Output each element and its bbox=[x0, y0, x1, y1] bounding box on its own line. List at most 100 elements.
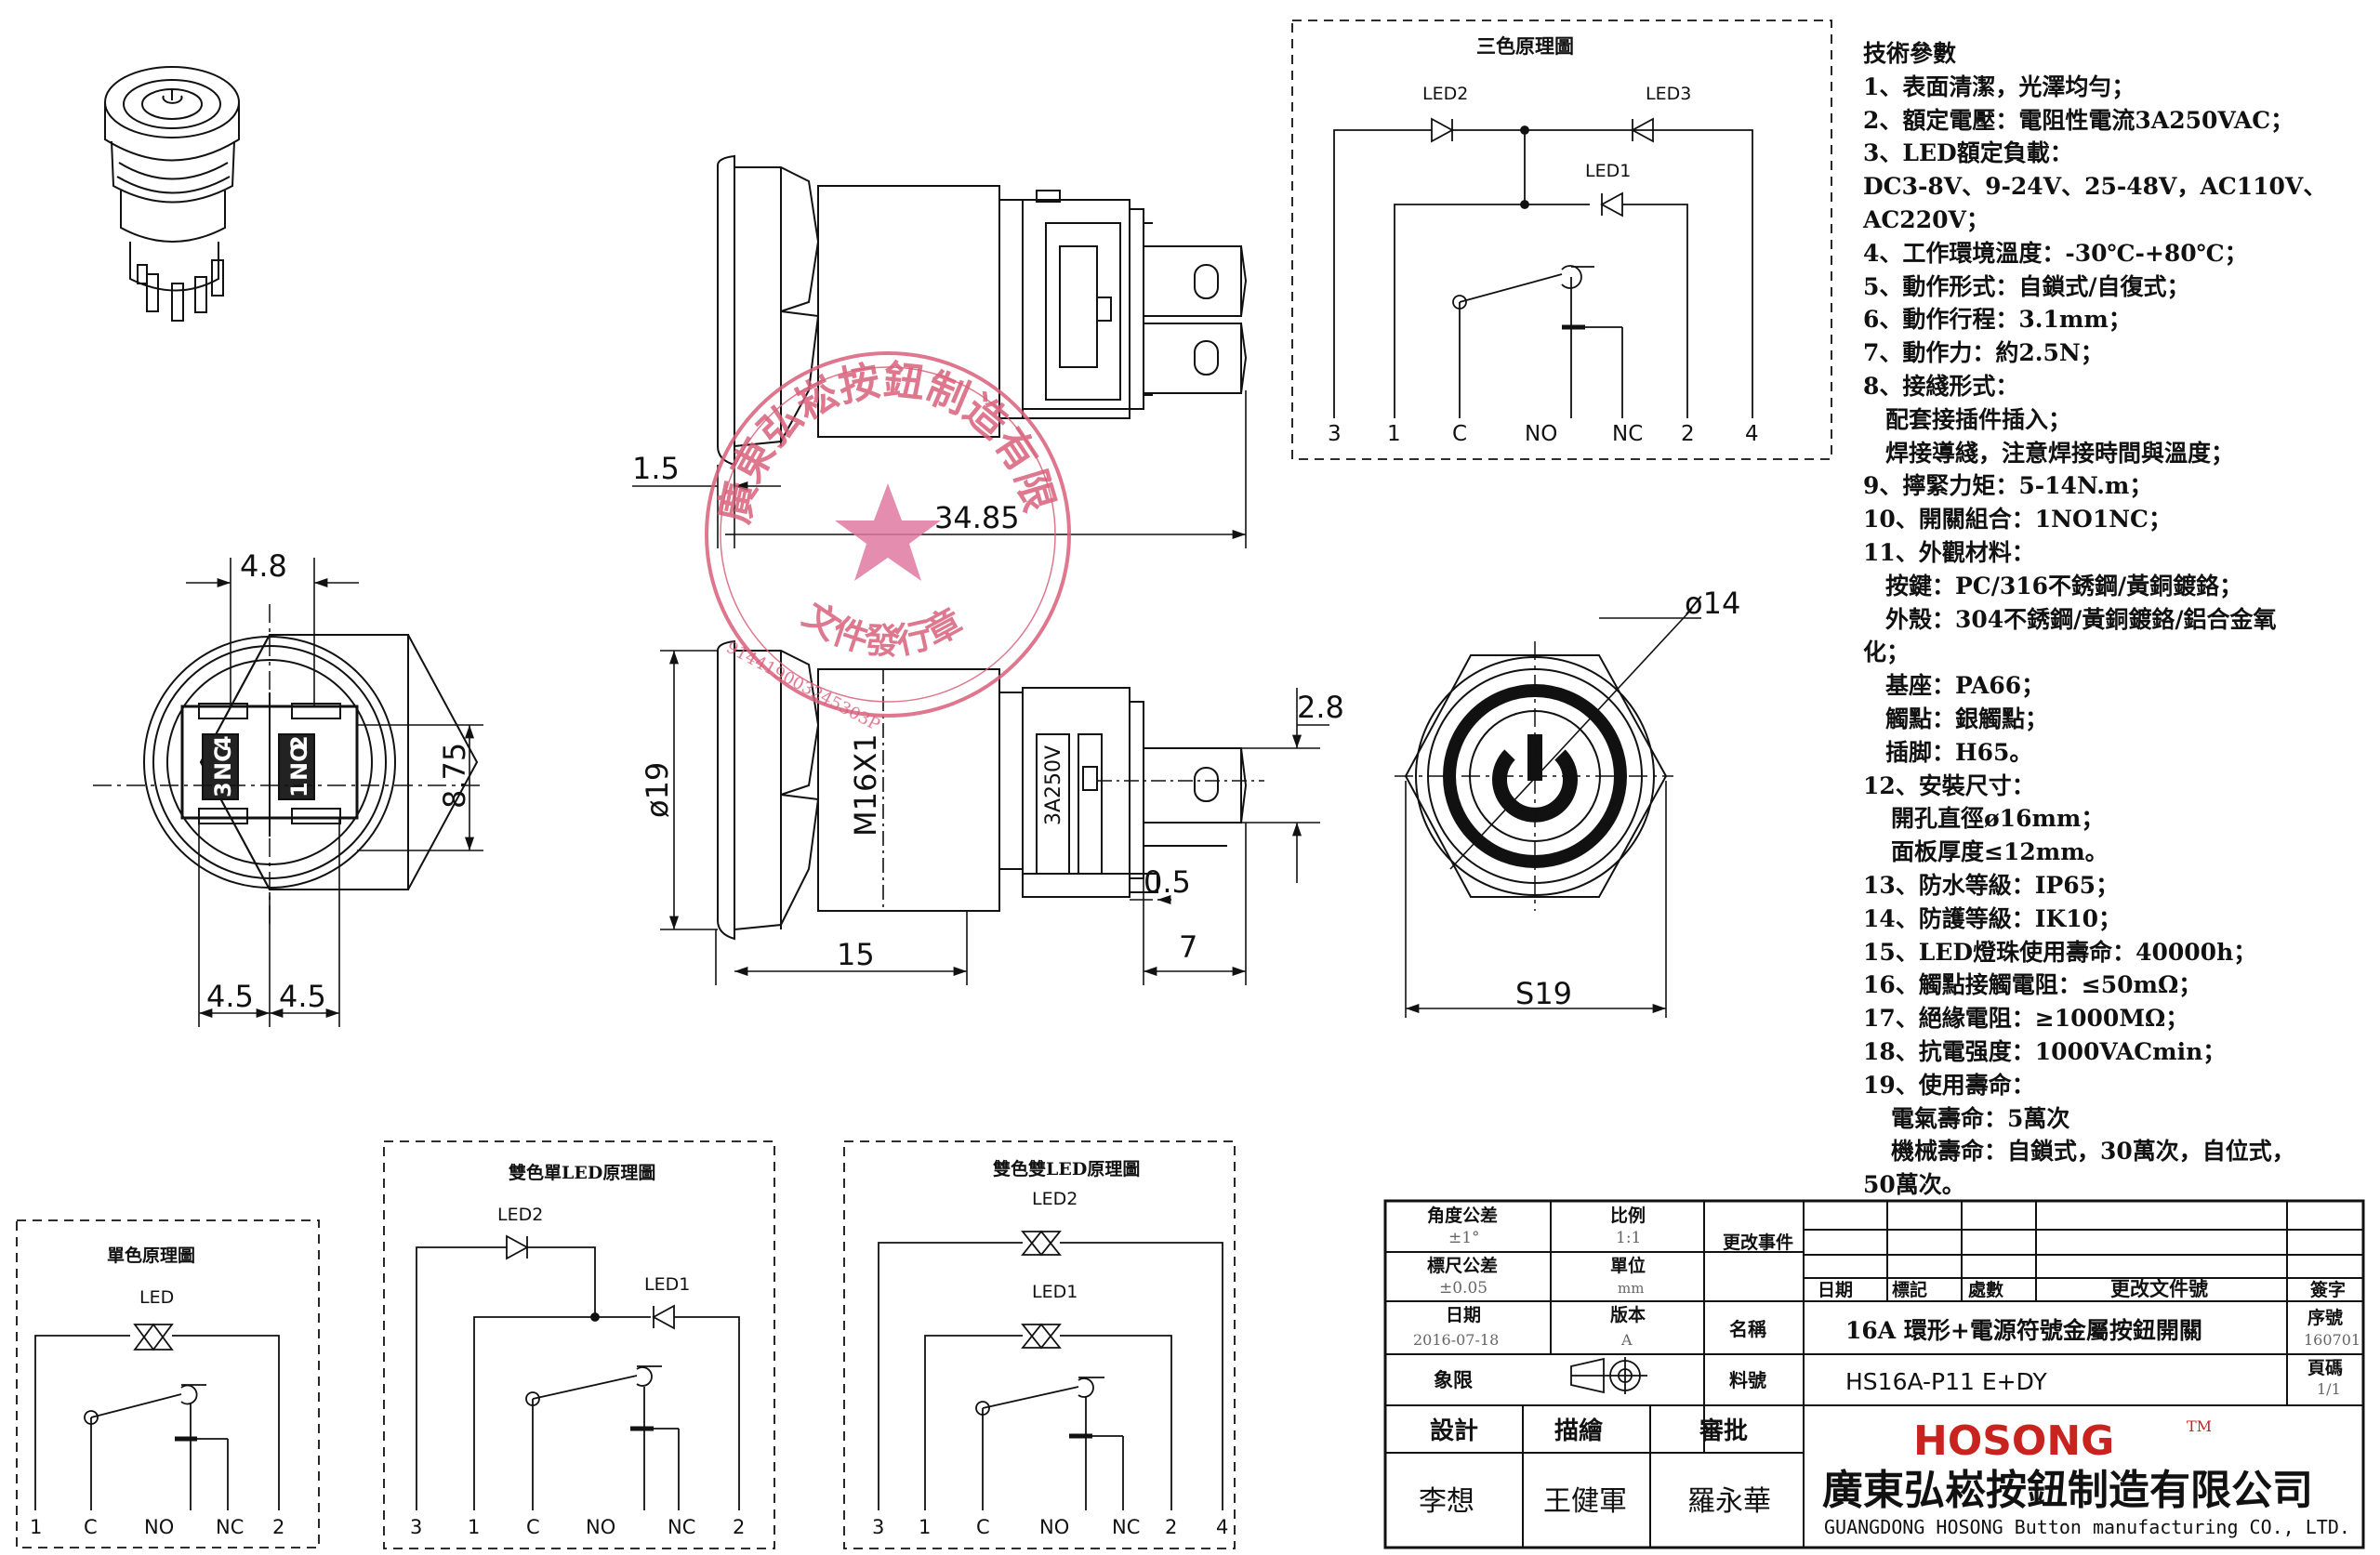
spec-line: 15、LED燈珠使用壽命：40000h； bbox=[1863, 938, 2257, 966]
terminal-label: 3 bbox=[1328, 422, 1342, 446]
date-label: 日期 bbox=[1446, 1305, 1481, 1325]
stamp-text: 廣東弘崧按鈕制造有限公司 文件發行章 914419003245303P bbox=[0, 0, 1063, 735]
spec-line: 配套接插件插入； bbox=[1885, 405, 2072, 433]
spec-line: 11、外觀材料： bbox=[1863, 538, 2035, 566]
drawing-label: 描繪 bbox=[1554, 1417, 1604, 1445]
dim-dia19: ø19 bbox=[640, 762, 675, 818]
spec-line: 12、安裝尺寸： bbox=[1863, 771, 2035, 799]
part-no-label: 料號 bbox=[1729, 1369, 1766, 1391]
spec-line: 7、動作力：約2.5N； bbox=[1863, 339, 2104, 367]
spec-line: 3、LED額定負載： bbox=[1863, 139, 2073, 167]
pin-label: 4 bbox=[210, 735, 236, 751]
brand-tm: TM bbox=[2187, 1417, 2212, 1435]
spec-line: DC3-8V、9-24V、25-48V，AC110V、 bbox=[1863, 173, 2327, 201]
title-block-grid bbox=[1383, 1199, 2365, 1549]
terminal-label: 1 bbox=[468, 1516, 480, 1538]
front-view-dims bbox=[1405, 781, 1667, 1018]
led-label: LED2 bbox=[1422, 84, 1468, 104]
voltage-marking: 3A250V bbox=[1042, 745, 1065, 825]
spec-line: 5、動作形式：自鎖式/自復式； bbox=[1863, 272, 2190, 300]
led-label: LED bbox=[139, 1287, 174, 1308]
company-name-cn: 廣東弘崧按鈕制造有限公司 bbox=[1822, 1467, 2313, 1514]
spec-line: 面板厚度≤12mm。 bbox=[1891, 838, 2109, 866]
reviewer-name: 羅永華 bbox=[1687, 1485, 1771, 1518]
terminal-label: NO bbox=[144, 1516, 174, 1538]
version-label: 版本 bbox=[1610, 1304, 1646, 1325]
spec-line: 14、防護等級：IK10； bbox=[1863, 904, 2122, 932]
review-label: 審批 bbox=[1699, 1417, 1748, 1445]
terminal-label: NO bbox=[1039, 1516, 1069, 1538]
terminal-label: 1 bbox=[30, 1516, 42, 1538]
date-value: 2016-07-18 bbox=[1413, 1331, 1499, 1349]
spec-line: 13、防水等級：IP65； bbox=[1863, 871, 2120, 899]
side-view-top bbox=[717, 154, 1248, 467]
pin-label: NC bbox=[210, 745, 236, 781]
terminal-label: C bbox=[1452, 422, 1467, 446]
dim-4-5-left: 4.5 bbox=[206, 979, 254, 1014]
dim-4-8: 4.8 bbox=[240, 548, 287, 584]
isometric-view bbox=[104, 66, 240, 322]
dim-15: 15 bbox=[837, 937, 875, 972]
dim-4-5-right: 4.5 bbox=[279, 979, 326, 1014]
dim-s19: S19 bbox=[1515, 976, 1572, 1011]
spec-line: 開孔直徑ø16mm； bbox=[1891, 805, 2105, 833]
front-view bbox=[1395, 608, 1701, 911]
terminal-label: 4 bbox=[1745, 422, 1759, 446]
pin-view bbox=[93, 604, 483, 929]
terminal-label: NC bbox=[1112, 1516, 1140, 1538]
side-view-bottom-dims bbox=[660, 650, 1329, 985]
quadrant-symbol bbox=[1570, 1357, 1647, 1394]
pin-label: 2 bbox=[286, 735, 312, 751]
spec-line: 電氣壽命：5萬次 bbox=[1891, 1104, 2070, 1132]
schematic-tricolor bbox=[1291, 20, 1832, 460]
spec-line: 4、工作環境溫度：-30℃-+80℃； bbox=[1863, 239, 2248, 267]
terminal-label: 3 bbox=[410, 1516, 422, 1538]
spec-line: 基座：PA66； bbox=[1885, 672, 2045, 700]
terminal-label: 2 bbox=[272, 1516, 284, 1538]
angle-tol-value: ±1° bbox=[1448, 1229, 1480, 1247]
dim-1-5: 1.5 bbox=[632, 451, 680, 486]
terminal-label: 2 bbox=[1165, 1516, 1177, 1538]
design-label: 設計 bbox=[1430, 1417, 1478, 1445]
dim-tol-value: ±0.05 bbox=[1439, 1279, 1488, 1298]
change-col-count: 處數 bbox=[1968, 1280, 2003, 1300]
spec-line: 8、接綫形式： bbox=[1863, 372, 2019, 400]
schematic-dual-dual bbox=[843, 1140, 1236, 1549]
dim-m16: M16X1 bbox=[848, 733, 883, 837]
part-no-value: HS16A-P11 E+DY bbox=[1845, 1368, 2048, 1395]
spec-line: 17、絕緣電阻：≥1000MΩ； bbox=[1863, 1005, 2189, 1033]
spec-line: 1、表面清潔，光澤均勻； bbox=[1863, 72, 2135, 100]
schematic-single-title: 單色原理圖 bbox=[107, 1245, 195, 1266]
scale-value: 1:1 bbox=[1616, 1229, 1641, 1247]
led-label: LED1 bbox=[1032, 1282, 1078, 1302]
spec-line: 觸點：銀觸點； bbox=[1885, 705, 2049, 732]
pin-label: NO bbox=[286, 744, 312, 782]
terminal-label: C bbox=[84, 1516, 98, 1538]
terminal-label: NC bbox=[1612, 422, 1643, 446]
spec-line: 18、抗電强度：1000VACmin； bbox=[1863, 1037, 2227, 1065]
change-event-label: 更改事件 bbox=[1723, 1232, 1793, 1253]
terminal-label: NO bbox=[586, 1516, 615, 1538]
serial-value: 160701 bbox=[2304, 1331, 2360, 1349]
terminal-label: NO bbox=[1525, 422, 1557, 446]
scale-label: 比例 bbox=[1610, 1205, 1646, 1226]
terminal-label: NC bbox=[668, 1516, 695, 1538]
svg-text:廣東弘崧按鈕制造有限公司: 廣東弘崧按鈕制造有限公司 bbox=[0, 0, 1063, 528]
company-stamp bbox=[705, 351, 1071, 718]
side-view-bottom bbox=[717, 639, 1248, 941]
terminal-label: 4 bbox=[1216, 1516, 1228, 1538]
pin-view-dims bbox=[186, 558, 483, 1027]
name-value: 16A 環形+電源符號金屬按鈕開關 bbox=[1845, 1317, 2202, 1344]
change-col-doc: 更改文件號 bbox=[2110, 1277, 2208, 1300]
change-col-mark: 標記 bbox=[1892, 1279, 1927, 1300]
spec-lines: 1、表面清潔，光澤均勻； 2、額定電壓：電阻性電流3A250VAC； 3、LED額定… bbox=[1863, 71, 2347, 1202]
terminal-label: C bbox=[976, 1516, 990, 1538]
serial-label: 序號 bbox=[2307, 1307, 2343, 1328]
spec-line: 19、使用壽命： bbox=[1863, 1071, 2035, 1099]
pin-label: 3 bbox=[210, 782, 236, 797]
pin-label: 1 bbox=[286, 782, 312, 797]
terminal-label: 1 bbox=[1387, 422, 1401, 446]
dim-34-85: 34.85 bbox=[934, 500, 1020, 535]
dim-0-5: 0.5 bbox=[1144, 864, 1191, 900]
spec-line: 2、額定電壓：電阻性電流3A250VAC； bbox=[1863, 106, 2294, 134]
